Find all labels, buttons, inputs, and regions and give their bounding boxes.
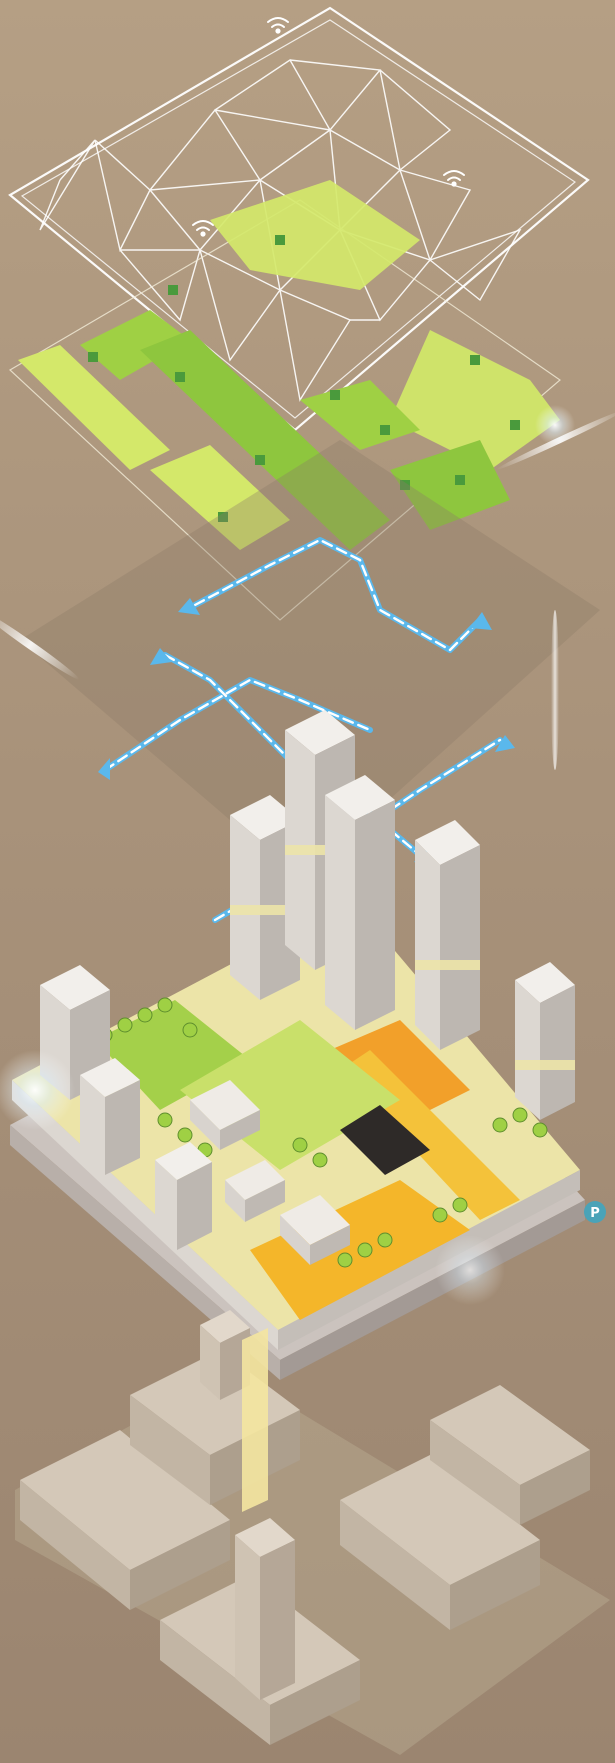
base-city-layer [15,1310,610,1755]
connector-column [242,1328,268,1512]
svg-text:P: P [590,1206,600,1221]
wifi-icon [193,221,213,236]
building-layer: P [10,710,606,1380]
parking-badge: P [584,1201,606,1223]
tower [415,820,480,1050]
tower [80,1058,140,1175]
tower-tallest [325,775,395,1030]
green-patch-mid [300,380,420,450]
tower [155,1142,212,1250]
tower [515,962,575,1120]
green-patch-upper [210,180,420,290]
wifi-icon [268,18,288,33]
city-tower [235,1518,295,1700]
